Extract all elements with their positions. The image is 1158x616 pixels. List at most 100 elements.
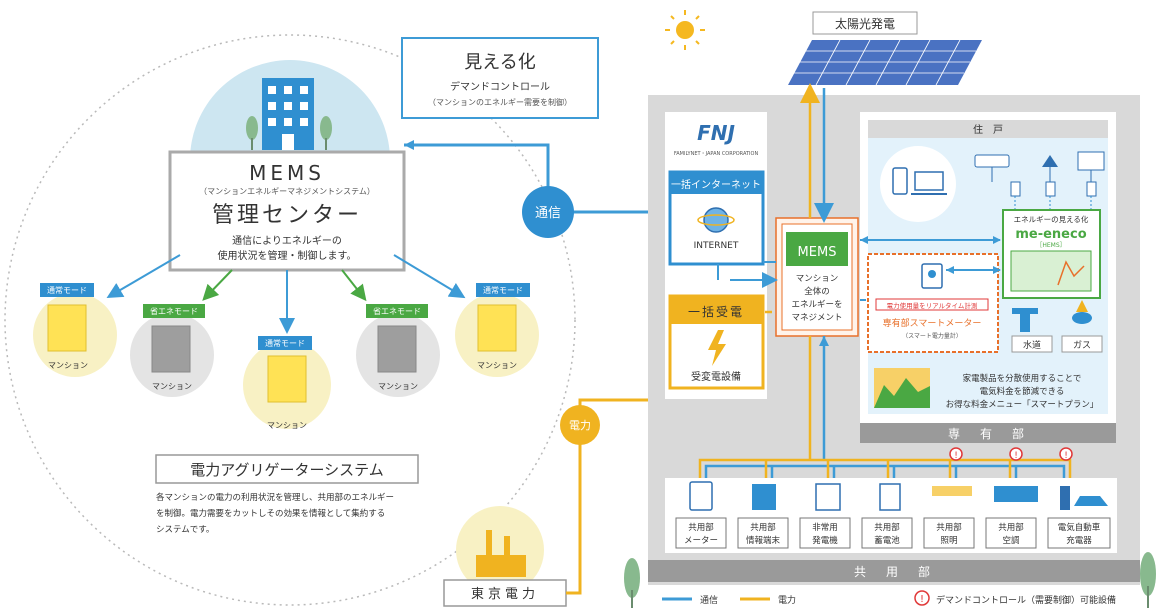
mems-center-name: 管理センター [212, 203, 362, 228]
building-3: 通常モード マンション [243, 336, 331, 430]
svg-text:メーター: メーター [684, 536, 718, 546]
building-label: マンション [48, 361, 88, 370]
building-label: マンション [378, 382, 418, 391]
smartphone-icon [892, 167, 908, 195]
globe-icon [703, 207, 729, 233]
laptop-icon [914, 171, 944, 191]
svg-text:エネルギーを: エネルギーを [791, 300, 842, 310]
visibility-line1: デマンドコントロール [450, 80, 550, 93]
mems-center-box: MEMS （マンションエネルギーマネジメントシステム） 管理センター 通信により… [168, 150, 406, 272]
aggregator-boundary [4, 34, 576, 606]
aggregator-desc1: 各マンションの電力の利用状況を管理し、共用部のエネルギー [156, 492, 394, 503]
legend-demand: デマンドコントロール（需要制御）可能設備 [936, 594, 1116, 606]
meeneco-caption: エネルギーの見える化 [1014, 214, 1089, 224]
internet-box: 一括インターネット INTERNET [668, 170, 765, 266]
svg-text:家電製品を分散使用することで: 家電製品を分散使用することで [963, 373, 1082, 384]
dwelling-footer: 専 有 部 [948, 426, 1028, 441]
internet-title: 一括インターネット [671, 178, 761, 191]
fnj-logo: FNJ FAMILYNET・JAPAN CORPORATION [674, 121, 759, 157]
control-arrows [106, 254, 466, 334]
meeneco-sub: ［HEMS］ [1036, 242, 1065, 249]
common-item-label: 共用部 [750, 522, 776, 533]
building-label: マンション [477, 361, 517, 370]
building-2: 省エネモード マンション [130, 304, 214, 397]
smart-meter-note: 電力使用量をリアルタイム計測 [887, 301, 978, 310]
svg-text:マネジメント: マネジメント [791, 313, 842, 323]
mems-center-desc2: 使用状況を管理・制御します。 [218, 249, 357, 262]
svg-text:!: ! [1014, 451, 1018, 461]
svg-text:!: ! [954, 451, 958, 461]
communication-badge: 通信 [535, 206, 561, 221]
internet-label: INTERNET [694, 241, 739, 251]
legend: 通信 電力 ! デマンドコントロール（需要制御）可能設備 [662, 590, 1116, 606]
svg-text:情報端末: 情報端末 [746, 535, 781, 546]
svg-text:発電機: 発電機 [812, 535, 838, 546]
common-item-label: 共用部 [998, 522, 1024, 533]
building-5: 通常モード マンション [455, 283, 539, 377]
common-item-label: 非常用 [812, 522, 838, 533]
utilities: 水道 ガス [1011, 300, 1103, 353]
common-item-label: 電気自動車 [1058, 522, 1101, 533]
power-badge: 電力 [569, 419, 591, 432]
svg-text:FNJ: FNJ [697, 121, 735, 145]
lamp-icon [1042, 155, 1058, 167]
power-plant-icon [456, 506, 544, 594]
fnj-company: FAMILYNET・JAPAN CORPORATION [674, 151, 759, 157]
svg-text:蓄電池: 蓄電池 [874, 535, 900, 546]
building-mode: 省エネモード [373, 306, 421, 316]
visibility-line2: （マンションのエネルギー需要を制御） [428, 97, 572, 107]
bulk-power-box: 一括受電 受変電設備 [668, 294, 765, 390]
svg-text:電気料金を節減できる: 電気料金を節減できる [980, 386, 1065, 397]
aggregator-box: 電力アグリゲーターシステム 各マンションの電力の利用状況を管理し、共用部のエネル… [155, 454, 419, 535]
svg-text:空調: 空調 [1002, 535, 1019, 546]
building-4: 省エネモード マンション [356, 304, 440, 397]
meeneco-screen [1010, 250, 1092, 292]
building-mode: 通常モード [47, 285, 87, 295]
common-item-label: 共用部 [688, 522, 714, 533]
common-item-label: 共用部 [936, 522, 962, 533]
dwelling-header: 住 戸 [973, 123, 1003, 136]
svg-text:照明: 照明 [940, 536, 957, 546]
mems-center-subtitle: （マンションエネルギーマネジメントシステム） [199, 187, 375, 196]
building-mode: 省エネモード [150, 306, 198, 316]
building-label: マンション [152, 382, 192, 391]
communication-line: 通信 [404, 140, 674, 238]
building-1: 通常モード マンション [33, 283, 117, 377]
water-label: 水道 [1023, 339, 1041, 351]
svg-text:お得な料金メニュー「スマートプラン」: お得な料金メニュー「スマートプラン」 [946, 399, 1099, 410]
legend-comm: 通信 [700, 594, 718, 606]
car-icon [1074, 496, 1108, 506]
lightning-icon [708, 330, 726, 366]
ev-charger-icon [1060, 486, 1070, 510]
aircon-icon [994, 486, 1038, 502]
bulk-power-label: 受変電設備 [691, 370, 741, 383]
management-building-icon [190, 60, 390, 160]
tree-icons [624, 552, 1156, 608]
generator-icon [815, 483, 841, 511]
mems-box: MEMS マンション 全体の エネルギーを マネジメント [775, 217, 859, 337]
visibility-box: 見える化 デマンドコントロール （マンションのエネルギー需要を制御） [401, 37, 599, 119]
tv-icon [1077, 151, 1105, 171]
mems-box-title: MEMS [798, 245, 837, 260]
smart-meter-box: 電力使用量をリアルタイム計測 専有部スマートメーター （スマート電力量計） [867, 253, 999, 353]
smart-plan: 家電製品を分散使用することで 電気料金を節減できる お得な料金メニュー「スマート… [874, 368, 1098, 410]
terminal-icon [752, 484, 776, 510]
building-mode: 通常モード [265, 338, 305, 348]
mems-center-title: MEMS [249, 161, 325, 185]
demand-markers: ! ! ! [949, 447, 1073, 461]
common-item-label: 共用部 [874, 522, 900, 533]
gas-label: ガス [1073, 340, 1091, 351]
aggregator-title: 電力アグリゲーターシステム [190, 461, 384, 479]
tepco-label: 東京電力 [471, 586, 539, 602]
meeneco-box: エネルギーの見える化 me-eneco ［HEMS］ [1002, 209, 1101, 299]
connection-lines [698, 83, 1072, 478]
battery-icon [879, 483, 901, 511]
solar-panel: 太陽光発電 [788, 11, 982, 86]
svg-text:!: ! [1064, 451, 1068, 461]
svg-text:マンション: マンション [796, 274, 839, 284]
aggregator-desc2: を制御。電力需要をカットしその効果を情報として集約する [156, 508, 385, 519]
visibility-title: 見える化 [464, 52, 535, 73]
aircon-icon [974, 154, 1010, 168]
